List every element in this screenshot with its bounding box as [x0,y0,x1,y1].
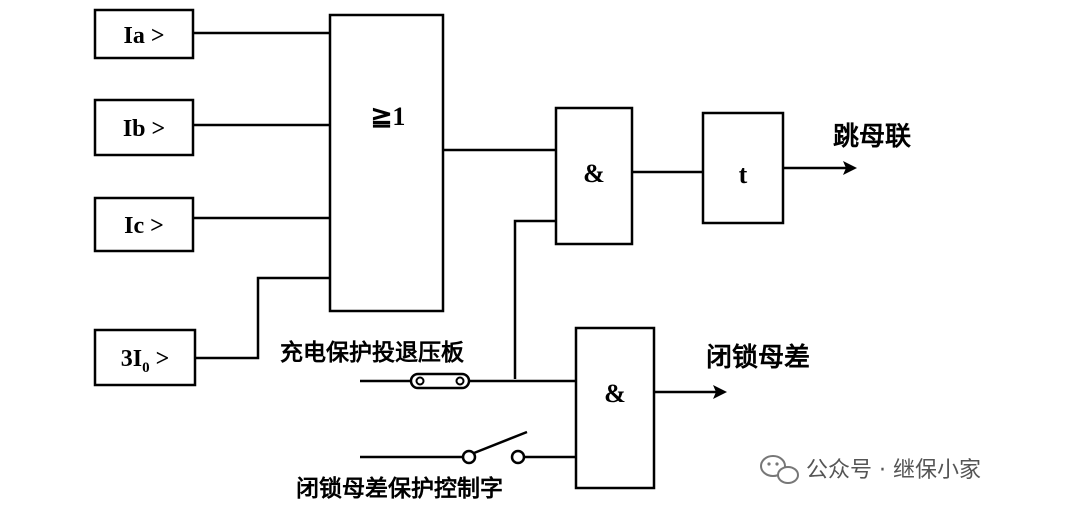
wechat-icon [760,455,799,484]
and-gate-bottom [574,326,656,490]
label-charge-protection-plate: 充电保护投退压板 [280,339,465,366]
3i0-label: 3I0 > [121,346,170,376]
arrow-trip [843,161,857,175]
ia-box [93,8,195,60]
switch-blade [473,430,528,455]
timer-box [701,111,785,225]
wire-3i0 [195,276,330,360]
ib-label: Ib > [123,116,165,142]
and-gate-bottom-label: & [604,379,626,408]
3i0-box [93,328,197,387]
ic-label: Ic > [124,213,164,239]
and-gate-top [554,106,634,246]
plate-pin-left [415,376,425,386]
or-gate [328,13,445,313]
watermark-text: 公众号 · 继保小家 [806,458,981,483]
or-gate-label: ≧1 [371,102,406,131]
ib-box [93,98,195,157]
plate-pin-right [455,376,465,386]
wire-plate-to-and-top [513,219,556,379]
switch-contact-right [510,449,526,465]
switch-contact-left [461,449,477,465]
3i0-main: 3I [121,346,142,372]
output-block-bus-diff: 闭锁母差 [706,342,810,373]
and-gate-top-label: & [583,159,605,188]
timer-label: t [739,160,748,189]
arrow-block [713,385,727,399]
output-trip-bus-coupler: 跳母联 [833,122,911,152]
ia-label: Ia > [123,23,164,49]
label-control-word: 闭锁母差保护控制字 [296,475,503,502]
3i0-suffix: > [150,346,170,372]
ic-box [93,196,195,253]
3i0-subscript: 0 [142,360,150,376]
